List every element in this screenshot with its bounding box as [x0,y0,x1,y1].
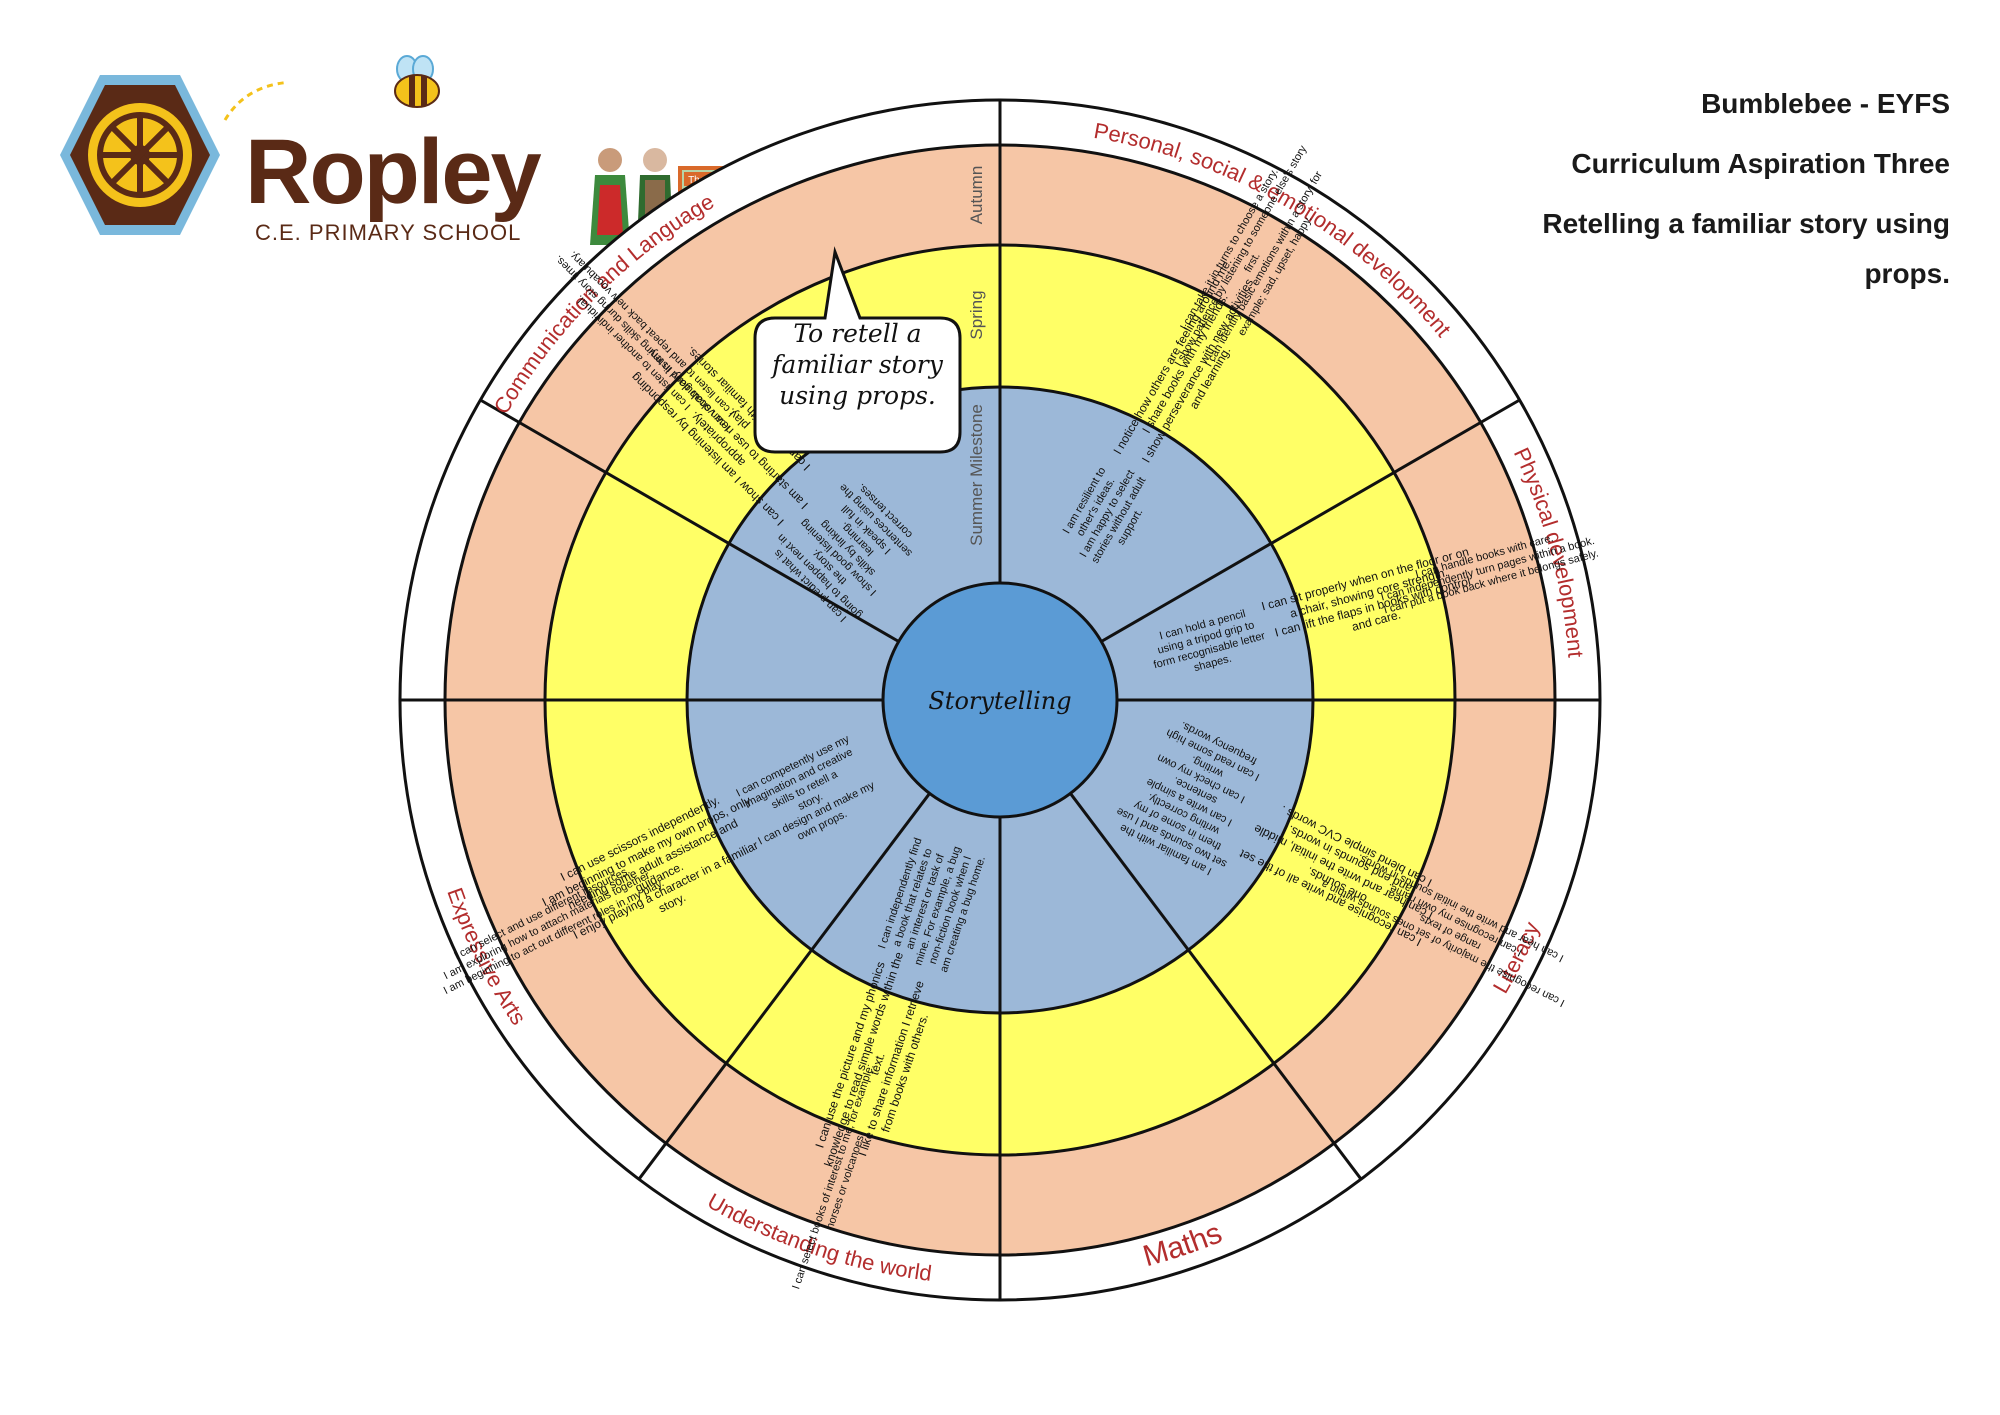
centre-circle [881,581,1119,819]
title-line-2: Curriculum Aspiration Three [1571,148,1950,179]
sector-dividers [400,100,1600,1300]
title-line-4: props. [1864,258,1950,289]
school-subtitle: C.E. PRIMARY SCHOOL [255,220,522,245]
title-line-1: Bumblebee - EYFS [1701,88,1950,119]
ring-label-summer: Summer Milestone [967,404,986,546]
centre-label: Storytelling [928,687,1071,715]
puppet-grandmother-icon [590,148,630,245]
speech-bubble: To retell a familiar story using props. [755,318,960,452]
ring-label-autumn: Autumn [967,166,986,225]
ring-label-spring: Spring [967,290,986,339]
statement-line: text. [867,1051,887,1077]
wheel-emblem-icon [60,75,356,235]
bubble-line: using props. [779,381,936,410]
bubble-line: familiar story [772,350,943,379]
title-line-3: Retelling a familiar story using [1542,208,1950,239]
bubble-line: To retell a [793,319,922,348]
bee-icon [394,55,440,108]
school-name: Ropley [245,121,542,223]
school-logo: Ropley C.E. PRIMARY SCHOOL [55,55,565,260]
